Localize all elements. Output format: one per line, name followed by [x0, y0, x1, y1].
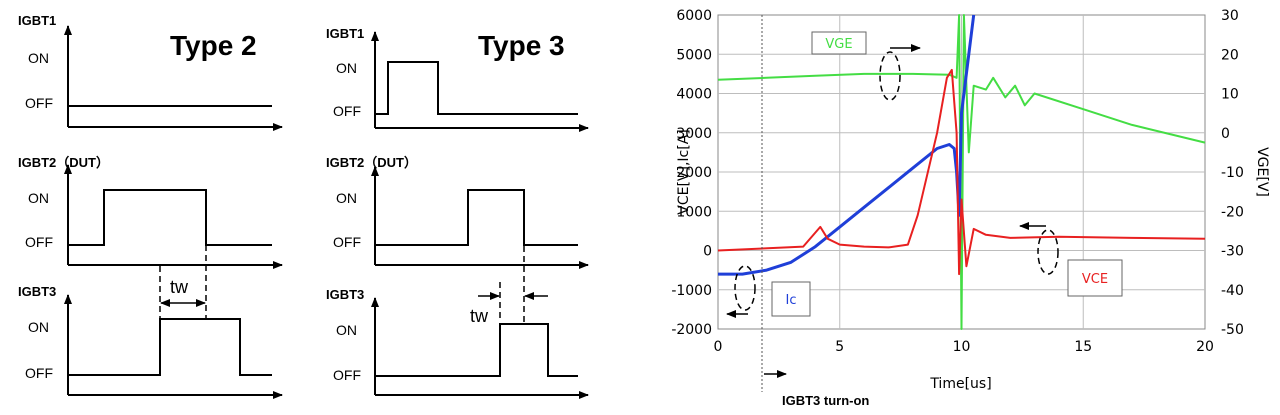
vge-annotation: VGE [811, 31, 921, 101]
vge-label: VGE [825, 37, 852, 52]
type3-igbt3-label: IGBT3 [326, 287, 364, 302]
type2-tw-label: tw [170, 277, 189, 297]
type3-igbt2-on-label: ON [336, 190, 357, 206]
right-tick-label: -30 [1221, 244, 1244, 260]
type2-title: Type 2 [170, 30, 257, 61]
type3-panel: Type 3 IGBT1 ON OFF IGBT2（DUT） ON OFF tw [326, 26, 589, 399]
plot-series [717, 14, 1206, 330]
type2-igbt3-on-label: ON [28, 319, 49, 335]
left-tick-label: 0 [703, 244, 712, 260]
right-tick-label: -40 [1221, 283, 1244, 299]
right-axis-label: VGE[V] [1254, 147, 1270, 197]
type2-panel: Type 2 IGBT1 ON OFF IGBT2（DUT） ON OFF tw [18, 13, 283, 399]
type2-igbt2-waveform [68, 189, 272, 246]
right-tick-label: 0 [1221, 126, 1230, 142]
type2-igbt1-off-label: OFF [25, 95, 53, 111]
left-axis-ticks: 6000 5000 4000 3000 2000 1000 0 -1000 -2000 [671, 8, 712, 338]
series-line-vce [717, 68, 1206, 276]
type3-igbt3-on-label: ON [336, 322, 357, 338]
right-tick-label: -50 [1221, 322, 1244, 338]
left-tick-label: -2000 [671, 322, 712, 338]
type3-igbt2-waveform [375, 189, 578, 246]
igbt3-turnon-marker: IGBT3 turn-on [761, 15, 869, 408]
left-tick-label: -1000 [671, 283, 712, 299]
vce-annotation: VCE [1019, 222, 1123, 297]
vge-curve-marker [879, 51, 901, 101]
x-axis-label: Time[us] [929, 376, 991, 392]
type2-igbt1-label: IGBT1 [18, 13, 56, 28]
type2-igbt1-timing: IGBT1 ON OFF [18, 13, 283, 131]
left-tick-label: 5000 [676, 47, 712, 63]
type3-tw-annotation: tw [470, 246, 548, 326]
type3-igbt1-off-label: OFF [333, 103, 361, 119]
right-axis-ticks: 30 20 10 0 -10 -20 -30 -40 -50 [1221, 8, 1244, 338]
type3-title: Type 3 [478, 30, 565, 61]
type3-igbt3-waveform [375, 323, 578, 377]
vce-curve-marker [1037, 229, 1059, 275]
right-tick-label: 20 [1221, 47, 1239, 63]
x-tick-label: 10 [953, 339, 971, 355]
right-tick-label: 30 [1221, 8, 1239, 24]
type2-igbt2-off-label: OFF [25, 234, 53, 250]
type3-igbt3-timing: IGBT3 ON OFF [326, 287, 589, 399]
type3-tw-label: tw [470, 306, 489, 326]
ic-label-box [771, 281, 811, 317]
ic-annotation: Ic [726, 265, 811, 318]
type2-igbt3-label: IGBT3 [18, 284, 56, 299]
left-tick-label: 2000 [676, 165, 712, 181]
left-tick-label: 3000 [676, 126, 712, 142]
type3-igbt1-label: IGBT1 [326, 26, 364, 41]
type3-igbt2-timing: IGBT2（DUT） ON OFF [326, 155, 589, 269]
igbt3-turnon-label: IGBT3 turn-on [782, 393, 869, 408]
x-tick-label: 20 [1196, 339, 1214, 355]
type2-igbt2-label: IGBT2（DUT） [18, 155, 109, 170]
x-tick-label: 15 [1074, 339, 1092, 355]
type2-tw-annotation: tw [159, 245, 207, 318]
type2-igbt1-on-label: ON [28, 50, 49, 66]
left-axis-label: VCE[V],Ic[A] [676, 129, 692, 214]
right-tick-label: 10 [1221, 87, 1239, 103]
ic-curve-marker [734, 265, 756, 311]
left-tick-label: 6000 [676, 8, 712, 24]
vge-label-box [811, 31, 867, 55]
x-axis-ticks: 0 5 10 15 20 [714, 339, 1214, 355]
type2-igbt3-waveform [68, 318, 272, 376]
type3-igbt1-timing: IGBT1 ON OFF [326, 26, 589, 132]
left-tick-label: 4000 [676, 87, 712, 103]
x-tick-label: 0 [714, 339, 723, 355]
right-tick-label: -10 [1221, 165, 1244, 181]
ic-label: Ic [786, 293, 797, 308]
type3-igbt3-off-label: OFF [333, 367, 361, 383]
type3-igbt2-label: IGBT2（DUT） [326, 155, 417, 170]
series-line-vge [717, 14, 1206, 330]
type2-igbt3-off-label: OFF [25, 365, 53, 381]
series-line-ic [718, 14, 976, 276]
x-tick-label: 5 [835, 339, 844, 355]
right-tick-label: -20 [1221, 204, 1244, 220]
type2-igbt2-on-label: ON [28, 190, 49, 206]
vce-label: VCE [1082, 272, 1108, 287]
type3-igbt2-off-label: OFF [333, 234, 361, 250]
vce-label-box [1067, 259, 1123, 297]
type2-igbt3-timing: IGBT3 ON OFF [18, 284, 283, 399]
type2-igbt2-timing: IGBT2（DUT） ON OFF [18, 155, 283, 269]
left-tick-label: 1000 [676, 204, 712, 220]
type3-igbt1-waveform [375, 61, 578, 115]
type3-igbt1-on-label: ON [336, 60, 357, 76]
